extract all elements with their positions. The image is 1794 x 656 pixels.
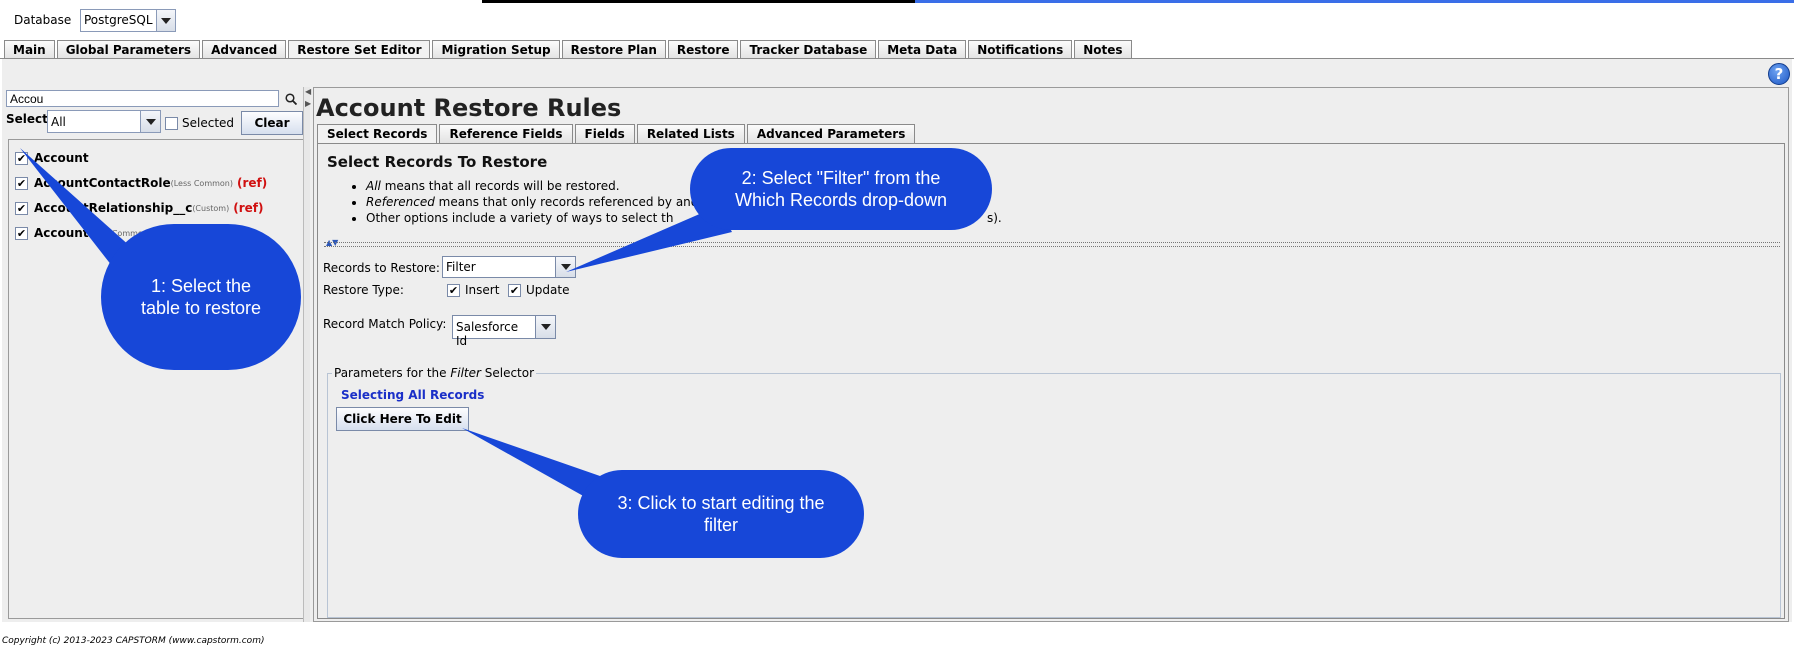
table-name: AccountRelationship__c: [34, 201, 193, 215]
table-list: ✔ Account ✔ AccountContactRole(Less Comm…: [8, 139, 305, 619]
table-category: (Custom): [192, 203, 230, 213]
checkbox-checked[interactable]: ✔: [508, 283, 521, 297]
select-label: Select:: [6, 112, 53, 126]
ref-badge: (ref): [233, 201, 264, 215]
page-title: Account Restore Rules: [316, 94, 622, 122]
insert-label: Insert: [465, 283, 500, 297]
database-select[interactable]: PostgreSQL: [80, 9, 176, 32]
select-filter-value: All: [51, 115, 66, 129]
selection-summary: Selecting All Records: [341, 388, 485, 402]
tab-divider: [0, 58, 1794, 59]
insert-checkbox[interactable]: ✔ Insert: [447, 283, 499, 297]
update-label: Update: [526, 283, 570, 297]
bullet-item: Other options include a variety of ways …: [366, 210, 1002, 226]
tab-reference-fields[interactable]: Reference Fields: [439, 124, 573, 143]
tab-notes[interactable]: Notes: [1074, 40, 1132, 59]
edit-filter-button[interactable]: Click Here To Edit: [336, 407, 469, 431]
tab-migration-setup[interactable]: Migration Setup: [432, 40, 560, 59]
section-divider: [324, 242, 1780, 247]
collapse-left-icon[interactable]: ◀: [305, 87, 312, 96]
record-match-policy-dropdown[interactable]: Salesforce Id: [452, 315, 556, 348]
list-item[interactable]: ✔ Account: [15, 150, 89, 166]
table-category: (Less Common): [170, 178, 233, 188]
tab-advanced-parameters[interactable]: Advanced Parameters: [746, 124, 916, 143]
checkbox-checked[interactable]: ✔: [15, 201, 28, 215]
record-match-policy-value: Salesforce Id: [456, 320, 519, 348]
tab-notifications[interactable]: Notifications: [968, 40, 1073, 59]
tab-meta-data[interactable]: Meta Data: [878, 40, 967, 59]
table-name: AccountContactRole: [34, 176, 171, 190]
tab-global-parameters[interactable]: Global Parameters: [56, 40, 201, 59]
checkbox-checked[interactable]: ✔: [447, 283, 460, 297]
tab-restore-plan[interactable]: Restore Plan: [561, 40, 666, 59]
tab-select-records[interactable]: Select Records: [317, 124, 438, 143]
update-checkbox[interactable]: ✔ Update: [508, 283, 569, 297]
tab-related-lists[interactable]: Related Lists: [636, 124, 745, 143]
chevron-down-icon[interactable]: [535, 316, 555, 338]
restore-type-label: Restore Type:: [323, 283, 404, 297]
sub-tabs: Select Records Reference Fields Fields R…: [317, 124, 917, 143]
select-filter-dropdown[interactable]: All: [47, 110, 161, 133]
chevron-down-icon[interactable]: [140, 111, 160, 132]
clear-button[interactable]: Clear: [241, 111, 303, 135]
panel-splitter[interactable]: ◀ ▶: [303, 87, 312, 622]
tab-fields[interactable]: Fields: [574, 124, 635, 143]
selected-checkbox-label: Selected: [182, 116, 235, 130]
select-records-content: Select Records To Restore All means that…: [317, 143, 1785, 619]
filter-parameters-group: Parameters for the Filter Selector Selec…: [327, 366, 1781, 618]
checkbox-checked[interactable]: ✔: [15, 176, 28, 190]
section-heading: Select Records To Restore: [327, 153, 548, 171]
selected-only-checkbox[interactable]: Selected: [165, 116, 234, 130]
records-to-restore-label: Records to Restore:: [323, 261, 440, 275]
tab-restore-set-editor[interactable]: Restore Set Editor: [288, 40, 431, 60]
chevron-down-icon[interactable]: [155, 10, 175, 31]
chevron-down-icon[interactable]: [555, 257, 575, 277]
help-icon[interactable]: ?: [1768, 63, 1790, 85]
bullet-item: All means that all records will be resto…: [366, 178, 698, 194]
search-icon[interactable]: [281, 89, 301, 108]
top-accent-black: [482, 0, 915, 3]
checkbox-checked[interactable]: ✔: [15, 226, 28, 240]
table-name: Account: [34, 226, 89, 240]
tab-main[interactable]: Main: [4, 40, 55, 59]
restore-rules-panel: ? Account Restore Rules Select Records R…: [313, 63, 1790, 622]
help-bullets: All means that all records will be resto…: [366, 178, 1002, 226]
ref-badge: (ref): [236, 176, 268, 190]
database-label: Database: [14, 13, 72, 27]
table-search-input[interactable]: [6, 90, 279, 107]
records-to-restore-value: Filter: [446, 260, 476, 274]
list-item[interactable]: ✔ AccountRelationship__c(Custom) (ref): [15, 200, 263, 216]
table-name: Account: [34, 151, 89, 165]
record-match-policy-label: Record Match Policy:: [323, 317, 447, 331]
database-select-value: PostgreSQL: [84, 13, 153, 27]
bullet-item: Referenced means that only records refer…: [366, 194, 698, 210]
checkbox-box[interactable]: [165, 116, 178, 130]
records-to-restore-dropdown[interactable]: Filter: [442, 256, 576, 278]
expand-right-icon[interactable]: ▶: [305, 99, 312, 108]
copyright-text: Copyright (c) 2013-2023 CAPSTORM (www.ca…: [2, 636, 265, 646]
main-tabs: Main Global Parameters Advanced Restore …: [4, 40, 1134, 60]
list-item[interactable]: ✔ AccountContactRole(Less Common) (ref): [15, 175, 267, 191]
group-legend: Parameters for the Filter Selector: [332, 366, 537, 380]
tab-tracker-database[interactable]: Tracker Database: [740, 40, 877, 59]
tab-advanced[interactable]: Advanced: [202, 40, 287, 59]
tab-restore[interactable]: Restore: [667, 40, 739, 59]
checkbox-checked[interactable]: ✔: [15, 151, 28, 165]
top-accent-blue: [915, 0, 1794, 3]
